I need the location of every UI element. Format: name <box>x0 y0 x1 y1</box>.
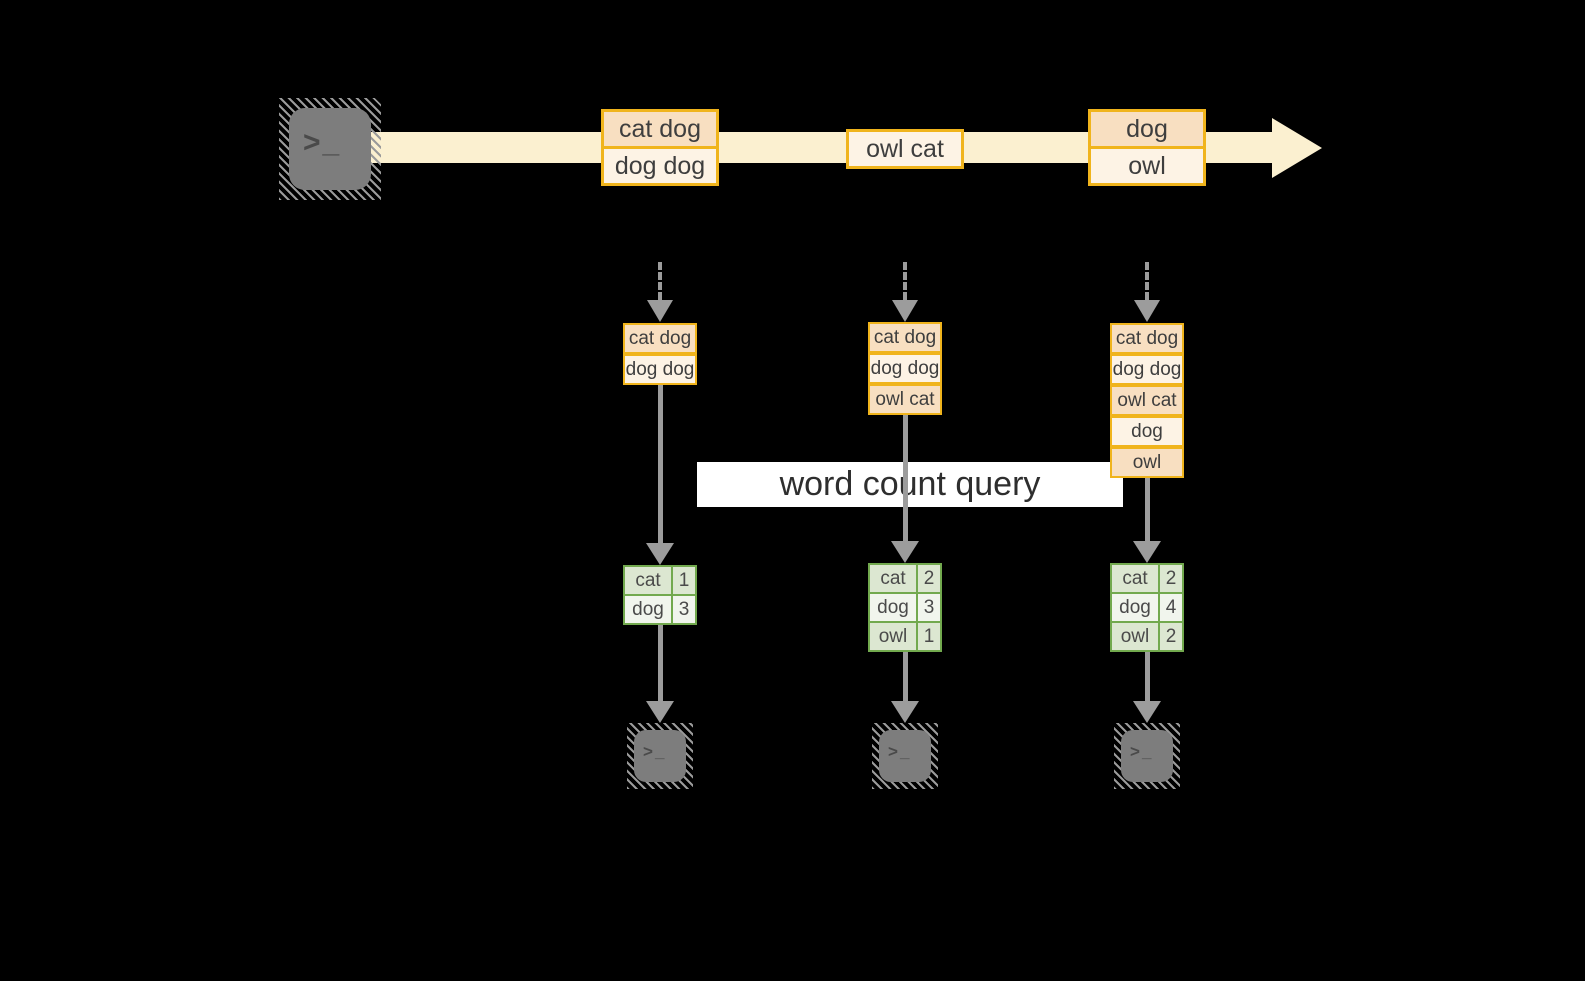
buffer-record: dog <box>1110 416 1184 447</box>
stream-batch-1: cat dog dog dog <box>601 109 719 186</box>
count-row: cat 2 <box>1112 565 1182 592</box>
buffer-record: owl cat <box>868 384 942 415</box>
count-table-3: cat 2 dog 4 owl 2 <box>1110 563 1184 652</box>
dashed-arrow-head <box>1134 300 1160 322</box>
terminal-icon: >_ <box>872 723 938 789</box>
record-buffer-3: cat dog dog dog owl cat dog owl <box>1110 323 1184 478</box>
count-row: cat 2 <box>870 565 940 592</box>
stream-record: owl cat <box>849 132 961 166</box>
stream-batch-3: dog owl <box>1088 109 1206 186</box>
query-arrow-head <box>646 543 674 565</box>
buffer-record: owl <box>1110 447 1184 478</box>
buffer-record: cat dog <box>1110 323 1184 354</box>
terminal-icon: >_ <box>279 98 381 200</box>
stream-record: cat dog <box>604 112 716 146</box>
count-cell: 2 <box>918 565 940 592</box>
output-arrow-line <box>658 625 663 701</box>
stream-batch-2: owl cat <box>846 129 964 169</box>
word-cell: owl <box>1112 623 1158 650</box>
stream-record: dog <box>1091 112 1203 146</box>
word-cell: dog <box>1112 594 1158 621</box>
count-row: dog 3 <box>625 596 695 623</box>
count-cell: 3 <box>918 594 940 621</box>
output-arrow-head <box>891 701 919 723</box>
terminal-prompt-glyph: >_ <box>888 742 912 761</box>
query-arrow-line <box>903 415 908 541</box>
record-buffer-1: cat dog dog dog <box>623 323 697 385</box>
query-arrow-line <box>658 385 663 543</box>
buffer-record: dog dog <box>868 353 942 384</box>
terminal-prompt-glyph: >_ <box>303 126 342 159</box>
count-cell: 2 <box>1160 565 1182 592</box>
output-arrow-line <box>903 652 908 701</box>
word-cell: cat <box>1112 565 1158 592</box>
count-cell: 2 <box>1160 623 1182 650</box>
dashed-arrow-line <box>658 262 662 300</box>
buffer-record: owl cat <box>1110 385 1184 416</box>
query-arrow-head <box>1133 541 1161 563</box>
query-label: word count query <box>697 462 1123 507</box>
query-arrow-head <box>891 541 919 563</box>
dashed-arrow-head <box>647 300 673 322</box>
terminal-face: >_ <box>289 108 371 190</box>
count-row: owl 2 <box>1112 623 1182 650</box>
buffer-record: dog dog <box>1110 354 1184 385</box>
word-cell: cat <box>625 567 671 594</box>
terminal-prompt-glyph: >_ <box>643 742 667 761</box>
word-cell: owl <box>870 623 916 650</box>
count-table-2: cat 2 dog 3 owl 1 <box>868 563 942 652</box>
terminal-face: >_ <box>634 730 686 782</box>
output-arrow-head <box>646 701 674 723</box>
dashed-arrow-line <box>903 262 907 300</box>
word-cell: dog <box>625 596 671 623</box>
dashed-arrow-line <box>1145 262 1149 300</box>
buffer-record: dog dog <box>623 354 697 385</box>
buffer-record: cat dog <box>623 323 697 354</box>
count-row: owl 1 <box>870 623 940 650</box>
record-buffer-2: cat dog dog dog owl cat <box>868 322 942 415</box>
stream-record: owl <box>1091 149 1203 183</box>
terminal-icon: >_ <box>1114 723 1180 789</box>
output-arrow-line <box>1145 652 1150 701</box>
terminal-prompt-glyph: >_ <box>1130 742 1154 761</box>
count-cell: 3 <box>673 596 695 623</box>
count-table-1: cat 1 dog 3 <box>623 565 697 625</box>
word-cell: cat <box>870 565 916 592</box>
count-cell: 1 <box>918 623 940 650</box>
count-row: cat 1 <box>625 567 695 594</box>
count-row: dog 3 <box>870 594 940 621</box>
terminal-face: >_ <box>1121 730 1173 782</box>
query-arrow-line <box>1145 478 1150 541</box>
buffer-record: cat dog <box>868 322 942 353</box>
dashed-arrow-head <box>892 300 918 322</box>
count-row: dog 4 <box>1112 594 1182 621</box>
count-cell: 4 <box>1160 594 1182 621</box>
stream-record: dog dog <box>604 149 716 183</box>
count-cell: 1 <box>673 567 695 594</box>
stream-arrowhead <box>1272 118 1322 178</box>
terminal-face: >_ <box>879 730 931 782</box>
word-cell: dog <box>870 594 916 621</box>
terminal-icon: >_ <box>627 723 693 789</box>
output-arrow-head <box>1133 701 1161 723</box>
